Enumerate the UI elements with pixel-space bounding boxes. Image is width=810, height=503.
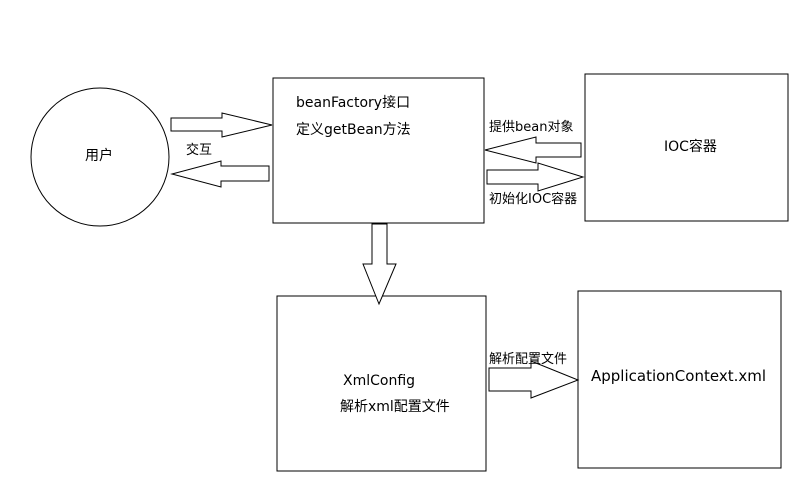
arrow-provide-bean — [484, 136, 582, 164]
arrow-factory-to-user — [170, 160, 270, 188]
interact-label: 交互 — [186, 143, 213, 158]
app-context-box[interactable] — [577, 290, 782, 469]
user-node[interactable] — [30, 87, 170, 227]
app-context-label: ApplicationContext.xml — [591, 367, 766, 385]
xml-config-box[interactable] — [276, 295, 487, 472]
xml-config-title: XmlConfig — [343, 373, 416, 389]
xml-config-subtitle: 解析xml配置文件 — [340, 399, 450, 415]
init-ioc-label: 初始化IOC容器 — [489, 192, 578, 207]
bean-factory-subtitle: 定义getBean方法 — [296, 122, 411, 138]
arrow-init-ioc — [486, 162, 585, 192]
arrow-factory-to-xml — [362, 223, 397, 306]
user-label: 用户 — [85, 148, 113, 164]
parse-config-label: 解析配置文件 — [489, 352, 568, 367]
bean-factory-title: beanFactory接口 — [296, 95, 411, 111]
ioc-box[interactable] — [584, 73, 789, 222]
bean-factory-box[interactable] — [272, 77, 485, 224]
ioc-label: IOC容器 — [664, 139, 717, 155]
provide-bean-label: 提供bean对象 — [489, 120, 574, 135]
arrow-user-to-factory — [170, 112, 273, 138]
arrow-parse-config — [488, 360, 580, 399]
